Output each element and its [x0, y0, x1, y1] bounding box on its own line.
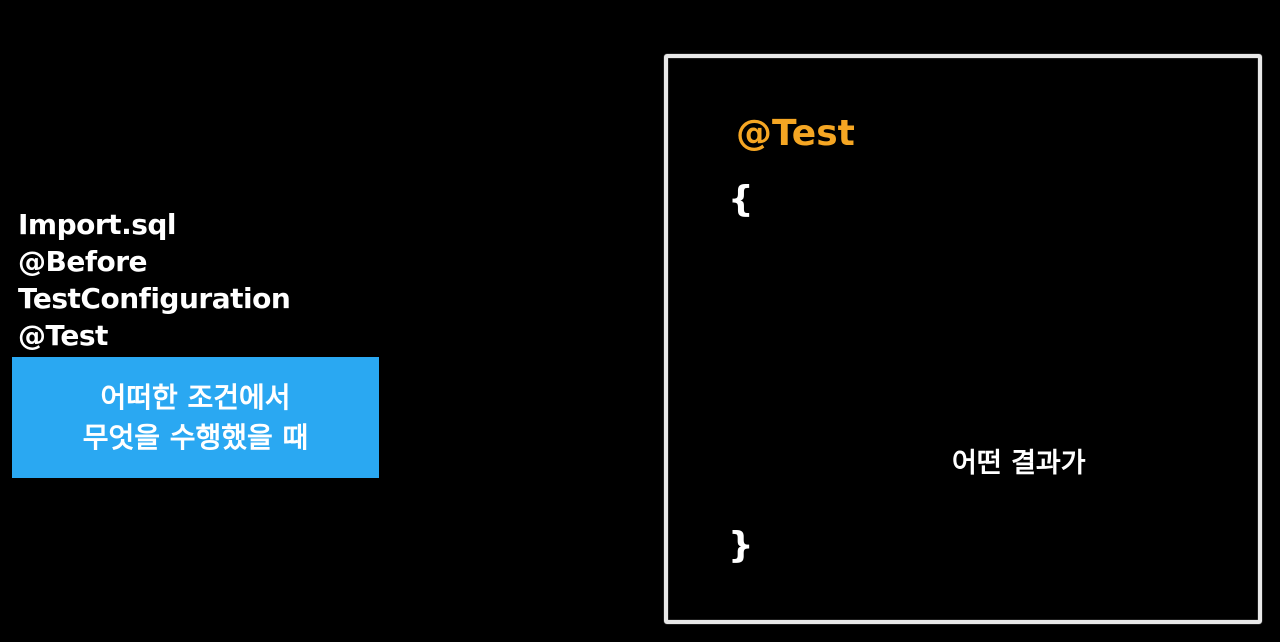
topic-item-test-configuration: TestConfiguration	[18, 282, 291, 315]
close-brace: }	[728, 525, 754, 566]
result-text: 어떤 결과가	[952, 448, 1086, 479]
test-annotation: @Test	[736, 113, 855, 154]
topic-item-test: @Test	[18, 319, 108, 352]
given-when-highlight-box: 어떠한 조건에서 무엇을 수행했을 때	[12, 357, 379, 478]
highlight-line-condition: 어떠한 조건에서	[100, 380, 291, 414]
code-frame: @Test { 어떤 결과가 }	[664, 54, 1262, 624]
topic-item-import-sql: Import.sql	[18, 208, 177, 241]
topic-list: Import.sql @Before TestConfiguration @Te…	[18, 206, 291, 354]
highlight-line-action: 무엇을 수행했을 때	[82, 420, 309, 454]
topic-item-before: @Before	[18, 245, 148, 278]
open-brace: {	[728, 179, 754, 220]
